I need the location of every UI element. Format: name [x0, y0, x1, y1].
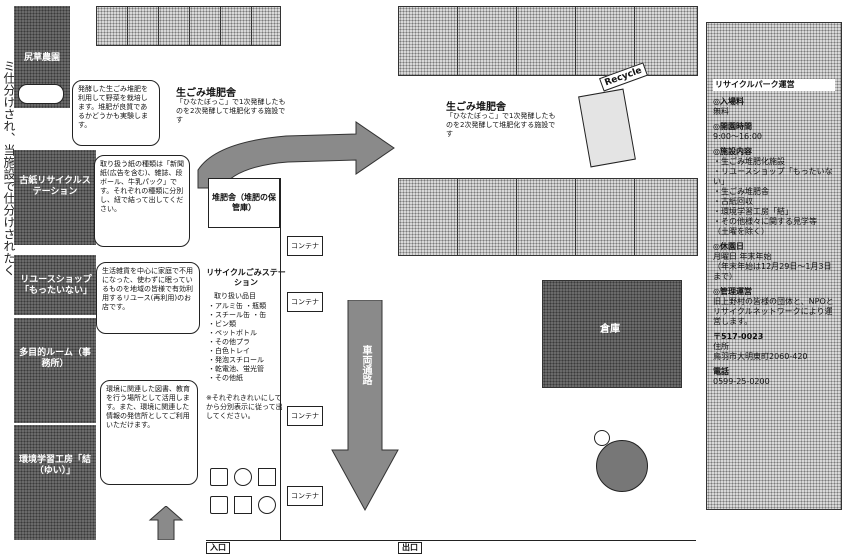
- zone-environment: [14, 425, 96, 540]
- container-3: コンテナ: [287, 406, 323, 426]
- bubble-farm-note: 発酵した生ごみ堆肥を利用して野菜を栽培します。堆肥が良質であるかどうかも実験しま…: [72, 80, 160, 146]
- storage-box: 堆肥舎（堆肥の保管庫）: [208, 178, 280, 228]
- vehicle-path-arrow: [331, 300, 399, 512]
- flow-arrow-curve: [197, 121, 395, 189]
- info-section: 電話 0599-25-0200: [713, 367, 770, 386]
- zone-paper-station: [14, 150, 96, 245]
- sun-icon: [594, 430, 610, 446]
- bubble-room-note: 環境に関連した図書、教育を行う場所として活用します。また、環境に関連した情報の発…: [100, 380, 198, 485]
- station-item: ・その他プラ: [208, 338, 250, 346]
- info-section: ◎開園時間 9:00～16:00: [713, 122, 763, 141]
- station-item: ・白色トレイ: [208, 347, 250, 355]
- bottom-ground-line: [206, 540, 696, 541]
- info-panel-title: リサイクルパーク運営: [713, 79, 835, 91]
- entrance-arrow: [148, 506, 184, 540]
- warehouse: [542, 280, 682, 388]
- station-item: ・ペットボトル: [208, 329, 257, 337]
- zone-reuse-shop-label: リユースショップ「もったいない」: [19, 275, 92, 296]
- station-footer: ※それぞれきれいにしてから分別表示に従って出してください。: [206, 394, 283, 420]
- container-4: コンテナ: [287, 486, 323, 506]
- vehicle-path-label: 車両通路: [360, 345, 371, 385]
- box-recycle-icon: [258, 468, 276, 486]
- zone-reuse-shop: [14, 255, 96, 315]
- warehouse-label: 倉庫: [600, 324, 620, 335]
- plastic-icon: [258, 496, 276, 514]
- recycle-symbols: [208, 466, 278, 520]
- compost-title-right: 生ごみ堆肥舎: [446, 102, 506, 113]
- station-item: ・発泡スチロール: [208, 356, 264, 364]
- left-vertical-text: ミ仕分けされ、当施設で仕分けされたく: [2, 60, 16, 276]
- container-2: コンテナ: [287, 292, 323, 312]
- bubble-paper-note: 取り扱う紙の種類は「新聞紙(広告を含む)、雑誌、段ボール、牛乳パック」です。それ…: [94, 155, 190, 247]
- zone-environment-label: 環境学習工房「結（ゆい）」: [18, 455, 91, 476]
- triangle-recycle-icon: [210, 468, 228, 486]
- pet-icon: [234, 496, 252, 514]
- recycle-mascot: [578, 88, 636, 168]
- station-items: ・アルミ缶 ・瓶類 ・スチール缶 ・缶 ・ビン類 ・ペットボトル ・その他プラ …: [208, 302, 286, 383]
- top-stalls-left: [96, 6, 281, 46]
- station-item: ・その他紙: [208, 374, 243, 382]
- info-section: ◎休園日 月曜日 年末年始 （年末年始は12月29日～1月3日まで）: [713, 242, 832, 281]
- compost-desc-right: 「ひなたぼっこ」で1次発酵したものを2次発酵して堆肥化する施設です: [446, 112, 556, 138]
- zone-multi-room: [14, 318, 96, 423]
- zone-farm-label: 尻草農園: [23, 53, 60, 63]
- top-stalls-right: [398, 6, 698, 76]
- station-item: ・アルミ缶 ・瓶類: [208, 302, 267, 310]
- compost-desc-left: 「ひなたぼっこ」で1次発酵したものを2次発酵して堆肥化する施設です: [176, 98, 286, 124]
- farm-illustration: [18, 84, 64, 104]
- zone-multi-room-label: 多目的ルーム（事務所）: [19, 348, 91, 369]
- station-item: ・ビン類: [208, 320, 236, 328]
- compost-title-left: 生ごみ堆肥舎: [176, 88, 236, 99]
- bottom-stalls-right: [398, 178, 698, 256]
- info-panel: リサイクルパーク運営 ◎入場料 無料 ◎開園時間 9:00～16:00 ◎施設内…: [706, 22, 842, 510]
- station-items-heading: 取り扱い品目: [214, 292, 256, 300]
- entrance-label: 入口: [206, 542, 230, 554]
- station-item: ・乾電池、蛍光管: [208, 365, 264, 373]
- circle-recycle-icon: [234, 468, 252, 486]
- info-section: 〒517-0023 住所 鳥羽市大明東町2060-420: [713, 332, 808, 361]
- station-title: リサイクルごみステーション: [206, 268, 286, 287]
- info-section: ◎入場料 無料: [713, 97, 744, 116]
- triangle-alt-icon: [210, 496, 228, 514]
- station-item: ・スチール缶 ・缶: [208, 311, 267, 319]
- bubble-reuse-note: 生活雑貨を中心に家庭で不用になった、使わずに眠っているものを地域の皆様で有効利用…: [96, 262, 200, 334]
- info-section: ◎施設内容 ・生ごみ堆肥化施設 ・リユースショップ「もったいない」 ・生ごみ堆肥…: [713, 147, 833, 236]
- container-column-line: [280, 178, 281, 540]
- exit-label: 出口: [398, 542, 422, 554]
- container-1: コンテナ: [287, 236, 323, 256]
- info-section: ◎管理運営 旧上野村の皆様の団体と、NPOとリサイクルネットワークにより運営しま…: [713, 287, 834, 326]
- zone-paper-station-label: 古紙リサイクルステーション: [19, 176, 91, 197]
- earth-mascot-icon: [596, 440, 648, 492]
